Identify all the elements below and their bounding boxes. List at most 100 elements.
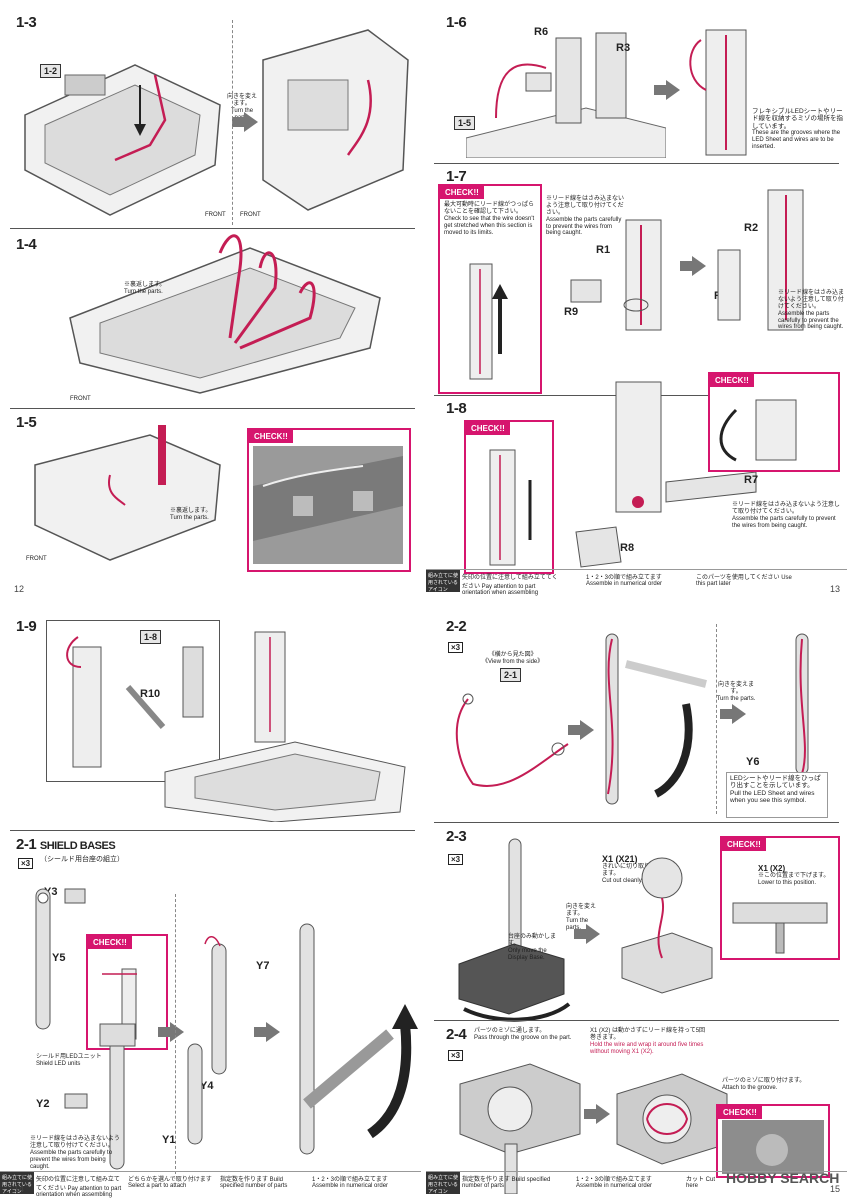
step-2-3-label: 2-3 bbox=[446, 828, 467, 845]
turn-note-jp: 向きを変えます。 bbox=[226, 94, 257, 107]
step-1-8-label: 1-8 bbox=[446, 400, 467, 417]
pos-parts: X1 (X2) bbox=[758, 864, 786, 873]
parts-illustration-1-6 bbox=[466, 32, 666, 158]
pull-en: Pull the LED Sheet and wires when you se… bbox=[730, 789, 815, 805]
assembly-illustration-2-1b bbox=[187, 936, 227, 1145]
step-arrow bbox=[574, 924, 600, 944]
legend-item: 1・2・3の順で組み立てます Assemble in numerical ord… bbox=[312, 1177, 389, 1189]
divider bbox=[716, 624, 717, 814]
led-jp: シールド用LEDユニット bbox=[36, 1054, 102, 1060]
note-en: Assemble the parts carefully to prevent … bbox=[546, 216, 622, 237]
led-en: Shield LED units bbox=[36, 1060, 81, 1067]
legend-item: 指定数を作ります Build specified number of parts bbox=[462, 1177, 551, 1189]
groove-en: Pass through the groove on the part. bbox=[474, 1034, 572, 1041]
quantity-badge: ×3 bbox=[448, 854, 464, 865]
step-number: 2-1 bbox=[16, 836, 37, 853]
legend-head: 組み立てに使用されているアイコン Symbols used in instruc… bbox=[426, 1172, 460, 1200]
divider bbox=[175, 894, 176, 1174]
view-en: 《View from the side》 bbox=[482, 658, 544, 665]
page-number-12: 12 bbox=[14, 584, 25, 594]
step-1-7-label: 1-7 bbox=[446, 168, 467, 185]
cut-illustration bbox=[621, 857, 713, 994]
step-title: SHIELD BASES bbox=[39, 840, 116, 852]
wrap-note: X1 (X2) は動かさずにリード線を持って5回巻きます。 Hold the w… bbox=[590, 1028, 710, 1056]
detail-panel-1-9 bbox=[46, 620, 220, 782]
check-illustration bbox=[719, 399, 797, 462]
legend-item: 指定数を作ります Build specified number of parts bbox=[220, 1177, 288, 1189]
note-jp: ※リード線をはさみ込まないよう注意して取り付けてください。 bbox=[30, 1136, 120, 1149]
note-jp: ※裏返します。 bbox=[124, 282, 166, 288]
pos-note: X1 (X2) ※この位置まで下げます。 Lower to this posit… bbox=[758, 864, 829, 887]
turn-note-2-3: 向きを変えます。 Turn the parts. bbox=[566, 904, 600, 932]
check-illustration bbox=[732, 902, 828, 954]
step-arrow bbox=[568, 720, 594, 740]
detail-illustration bbox=[66, 636, 204, 768]
check-tag: CHECK!! bbox=[440, 186, 484, 199]
check-jp: 最大可動時にリード線がつっぱらないことを確認して下さい。 bbox=[444, 202, 535, 215]
front-mark-1: FRONT bbox=[205, 212, 226, 218]
base-jp: 台座のみ動かします。 bbox=[508, 934, 557, 947]
turn-jp: 向きを変えます。 bbox=[717, 682, 754, 695]
note-en: Turn the parts. bbox=[170, 514, 209, 521]
part-r9: R9 bbox=[564, 306, 579, 318]
cut-jp: きれいに切り取ります。 bbox=[602, 864, 651, 878]
step-arrow bbox=[232, 112, 258, 132]
pull-jp: LEDシートやリード線をひっぱり出すことを示しています。 bbox=[730, 775, 821, 790]
assembled-arm-1-7 bbox=[717, 189, 804, 331]
turn-jp: 向きを変えます。 bbox=[566, 904, 597, 917]
step-2-4-label: 2-4 bbox=[446, 1026, 467, 1043]
step-subtitle: （シールド用台座の組立） bbox=[40, 856, 124, 863]
step-arrow bbox=[158, 1022, 184, 1042]
note-jp: ※リード線をはさみ込まないよう注意して取り付けてください。 bbox=[732, 502, 840, 515]
pos-en: Lower to this position. bbox=[758, 880, 817, 887]
step-2-1-label: 2-1 SHIELD BASES bbox=[16, 836, 116, 853]
part-r6: R6 bbox=[534, 26, 549, 38]
legend-item: 1・2・3の順で組み立てます Assemble in numerical ord… bbox=[576, 1177, 653, 1189]
legend-head: 組み立てに使用されているアイコン Symbols used in instruc… bbox=[0, 1172, 34, 1200]
attach-jp: パーツのミゾに取り付けます。 bbox=[722, 1078, 806, 1084]
check-illustration bbox=[489, 449, 532, 566]
check-text: 最大可動時にリード線がつっぱらないことを確認して下さい。 Check to se… bbox=[444, 202, 536, 236]
cut-en: Cut out cleanly. bbox=[602, 878, 643, 885]
led-wire-illustration bbox=[455, 693, 569, 787]
part-r8: R8 bbox=[620, 542, 635, 554]
note-en: Assemble the parts carefully to prevent … bbox=[732, 515, 836, 529]
check-tag: CHECK!! bbox=[710, 374, 754, 387]
base-move-note: 台座のみ動かします。 Only move the Display Base. bbox=[508, 934, 558, 962]
part-r3: R3 bbox=[616, 42, 631, 54]
check-tag: CHECK!! bbox=[88, 936, 132, 949]
ref-1-8: 1-8 bbox=[140, 630, 162, 644]
base-illustration-1-9 bbox=[164, 631, 406, 822]
parts-illustration-1-8 bbox=[575, 381, 757, 568]
chassis-illustration-1-4 bbox=[69, 234, 381, 394]
page-13: 1-6 1-5 R6 R3 フレキシブルLEDシートやリード線を収納するミゾの場… bbox=[426, 0, 847, 598]
parts-illustration-1-7 bbox=[570, 219, 662, 331]
page-number-14: 14 bbox=[14, 1184, 25, 1194]
cut-parts: X1 (X21) bbox=[602, 854, 638, 864]
assembled-arm-1-6 bbox=[689, 29, 747, 156]
turn-note-1-5: ※裏返します。 Turn the parts. bbox=[170, 508, 211, 522]
quantity-badge: ×3 bbox=[448, 642, 464, 653]
wrap-illustration-a bbox=[459, 1063, 581, 1194]
legend-14: 組み立てに使用されているアイコン Symbols used in instruc… bbox=[0, 1171, 421, 1200]
step-2-2-label: 2-2 bbox=[446, 618, 467, 635]
pos-jp: ※この位置まで下げます。 bbox=[758, 873, 830, 880]
check-tag: CHECK!! bbox=[722, 838, 766, 851]
chassis-illustration-1-5 bbox=[34, 425, 221, 561]
wire-note-1-8: ※リード線をはさみ込まないよう注意して取り付けてください。 Assemble t… bbox=[732, 502, 840, 530]
part-r1: R1 bbox=[596, 244, 611, 256]
front-mark-2: FRONT bbox=[240, 212, 261, 218]
divider bbox=[434, 822, 839, 823]
arm-wire-illustration bbox=[605, 633, 707, 805]
note-en: Assemble the parts carefully to prevent … bbox=[30, 1149, 113, 1170]
part-y2: Y2 bbox=[36, 1098, 50, 1110]
note-en: Turn the parts. bbox=[124, 288, 163, 295]
bar-illustration-2-1 bbox=[35, 888, 86, 1030]
groove-jp: パーツのミゾに通します。 bbox=[474, 1028, 546, 1034]
divider bbox=[434, 163, 839, 164]
watermark: HOBBY SEARCH bbox=[726, 1170, 840, 1186]
note-en: Assemble the parts carefully to prevent … bbox=[778, 310, 844, 331]
turn-en: Turn the parts. bbox=[566, 917, 589, 931]
cut-note: X1 (X21) きれいに切り取ります。 Cut out cleanly. bbox=[602, 854, 652, 885]
page-14: 1-9 1-8 R10 2-1 SHIELD BASES （シールド用台座の組立… bbox=[0, 604, 421, 1200]
